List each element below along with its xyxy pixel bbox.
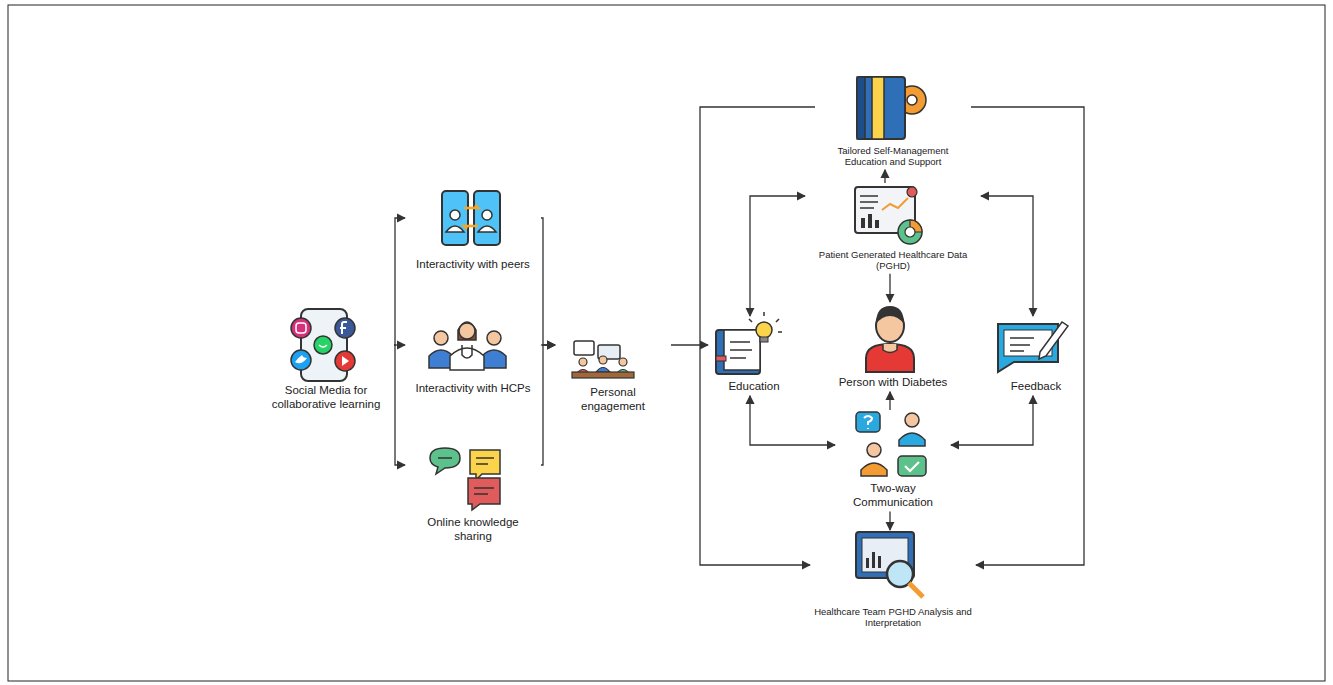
tailored-icon (857, 77, 926, 139)
node-label: Tailored Self-Management Education and S… (815, 145, 971, 168)
connector (750, 396, 835, 445)
peers-node: Interactivity with peers (405, 188, 541, 274)
engagement-icon (572, 341, 634, 378)
feedback-icon (998, 322, 1068, 372)
hcp-node: Interactivity with HCPs (405, 312, 541, 398)
knowledge-icon (430, 448, 500, 510)
node-label: Education (708, 380, 800, 394)
communication-icon (856, 412, 926, 476)
node-label: Patient Generated Healthcare Data (PGHD) (805, 249, 981, 272)
connector (394, 218, 405, 345)
node-label: Healthcare Team PGHD Analysis and Interp… (810, 606, 976, 629)
connector (884, 170, 885, 183)
social-media-icon (291, 309, 355, 381)
education-icon (716, 312, 782, 374)
connector (981, 196, 1033, 316)
node-label: Two-way Communication (835, 482, 951, 510)
connector (671, 344, 708, 345)
tailored-node: Tailored Self-Management Education and S… (815, 73, 971, 170)
connector (889, 392, 890, 410)
education-node: Education (708, 316, 800, 396)
person-icon (866, 306, 914, 372)
frame (8, 5, 1325, 681)
node-label: Social Media for collaborative learning (258, 384, 394, 412)
connector (971, 107, 1084, 565)
social-media-node: Social Media for collaborative learning (258, 308, 394, 414)
person-node: Person with Diabetes (825, 302, 961, 392)
node-label: Online knowledge sharing (405, 516, 541, 544)
connector (889, 512, 890, 530)
communication-node: Two-way Communication (835, 410, 951, 512)
node-label: Feedback (995, 380, 1077, 394)
analysis-node: Healthcare Team PGHD Analysis and Interp… (810, 530, 976, 631)
feedback-node: Feedback (995, 316, 1077, 396)
connector (541, 345, 555, 465)
connector (750, 196, 805, 316)
connector (394, 345, 405, 465)
pghd-node: Patient Generated Healthcare Data (PGHD) (805, 183, 981, 274)
knowledge-node: Online knowledge sharing (405, 432, 541, 546)
connector (700, 107, 815, 565)
pghd-icon (855, 187, 922, 244)
analysis-icon (856, 532, 923, 597)
connector (889, 274, 890, 302)
node-label: Interactivity with peers (405, 258, 541, 272)
connector (951, 396, 1033, 445)
connector (541, 218, 555, 345)
peers-icon (442, 191, 500, 245)
hcp-icon (429, 322, 506, 370)
node-label: Person with Diabetes (825, 376, 961, 390)
engagement-node: Personal engagement (555, 336, 671, 416)
node-label: Personal engagement (555, 386, 671, 414)
node-label: Interactivity with HCPs (405, 382, 541, 396)
